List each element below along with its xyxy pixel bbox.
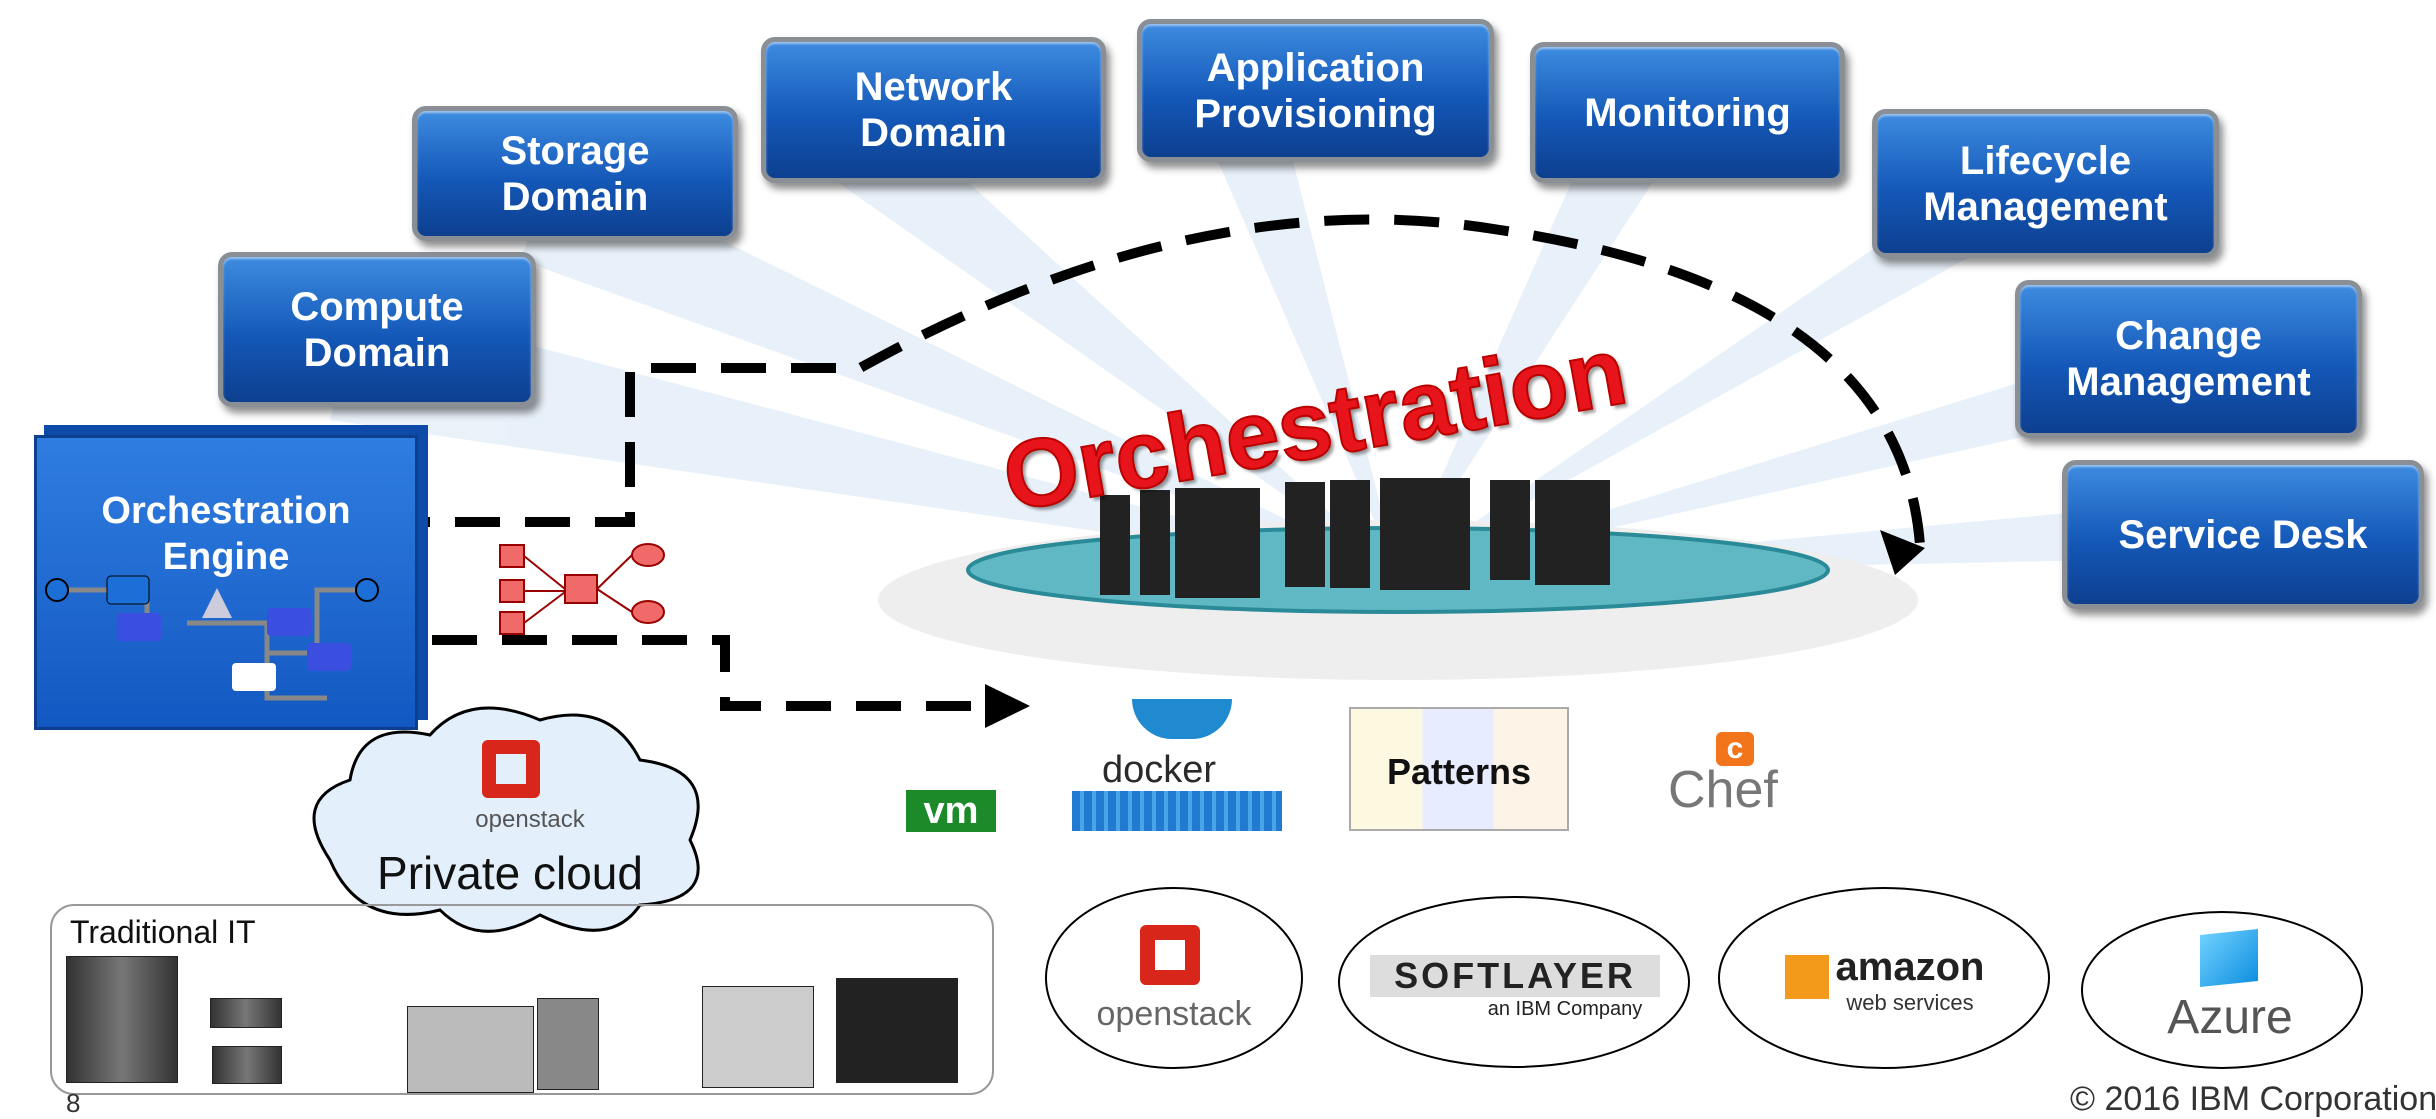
service-desk-box: Service Desk bbox=[2062, 460, 2424, 609]
switch-image bbox=[407, 1006, 534, 1093]
softlayer-sub: an IBM Company bbox=[1487, 998, 1643, 1020]
chef-label: Chef bbox=[1668, 761, 1778, 819]
lifecycle-management-box: Lifecycle Management bbox=[1872, 109, 2219, 258]
openstack-icon bbox=[482, 740, 540, 798]
openstack-public-label: openstack bbox=[1096, 995, 1252, 1033]
docker-label: docker bbox=[1102, 749, 1217, 791]
engine-title: Orchestration Engine bbox=[101, 490, 351, 578]
chef-logo: c Chef bbox=[1668, 720, 1808, 820]
router-image bbox=[537, 998, 599, 1090]
tape-library-image bbox=[702, 986, 814, 1088]
topology-icon bbox=[499, 543, 665, 635]
amazon-label: amazon bbox=[1835, 945, 1985, 989]
aws-sub: web services bbox=[1846, 990, 1974, 1015]
mainframe-image bbox=[66, 956, 178, 1083]
traditional-it-box: Traditional IT bbox=[50, 904, 994, 1095]
openstack-label: openstack bbox=[475, 806, 585, 833]
whale-icon bbox=[1132, 699, 1232, 739]
arrow-head-icon bbox=[1880, 530, 1925, 575]
aws-icon bbox=[1785, 955, 1829, 999]
compute-domain-box: Compute Domain bbox=[218, 252, 536, 407]
copyright: © 2016 IBM Corporation bbox=[2070, 1080, 2436, 1118]
orchestration-engine-box: Orchestration Engine bbox=[34, 435, 418, 730]
monitoring-box: Monitoring bbox=[1530, 42, 1845, 183]
storage-array-image bbox=[210, 998, 282, 1028]
workflow-icon bbox=[45, 575, 379, 701]
traditional-it-label: Traditional IT bbox=[70, 914, 256, 950]
patterns-label: Patterns bbox=[1386, 751, 1532, 792]
arrow-head-icon bbox=[985, 684, 1030, 728]
windows-icon bbox=[2200, 928, 2258, 988]
containers-icon bbox=[1072, 791, 1282, 831]
private-cloud-label: Private cloud bbox=[377, 847, 643, 899]
public-cloud-shapes bbox=[1045, 887, 2363, 1069]
emc-storage-image bbox=[836, 978, 958, 1083]
docker-logo: docker bbox=[1072, 699, 1282, 831]
azure-label: Azure bbox=[2167, 991, 2293, 1044]
patterns-logo: Patterns bbox=[1349, 707, 1569, 831]
dashed-flow bbox=[385, 214, 1925, 711]
chef-icon: c bbox=[1716, 732, 1754, 766]
change-management-box: Change Management bbox=[2015, 280, 2362, 438]
network-domain-box: Network Domain bbox=[761, 37, 1106, 183]
server-image bbox=[212, 1046, 282, 1084]
softlayer-logo: SOFTLAYER bbox=[1370, 955, 1660, 997]
openstack-public-icon bbox=[1140, 925, 1200, 985]
application-provisioning-box: Application Provisioning bbox=[1137, 19, 1494, 162]
private-cloud-shape bbox=[312, 706, 700, 933]
vmware-logo: vm bbox=[906, 790, 996, 832]
server-racks bbox=[1100, 478, 1610, 598]
storage-domain-box: Storage Domain bbox=[412, 106, 738, 241]
